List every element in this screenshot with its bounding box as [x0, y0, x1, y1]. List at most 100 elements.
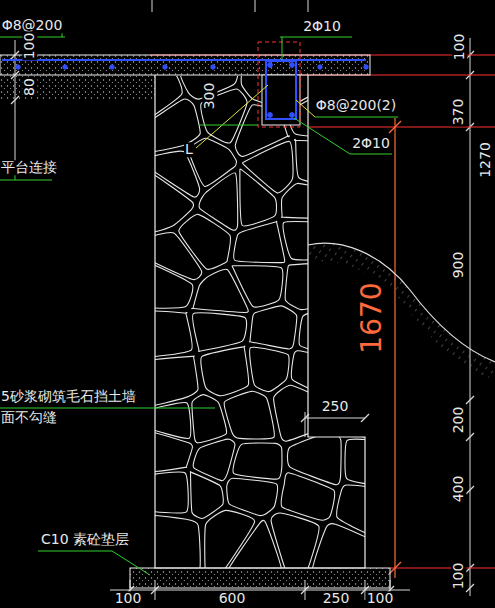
stone: [141, 311, 192, 357]
leader-lines-stroke: [0, 180, 52, 181]
stone: [141, 431, 192, 472]
dimension-value: 100: [114, 591, 143, 606]
dimension-value: 250: [321, 399, 350, 414]
platform-slab-stroke: [0, 55, 370, 75]
stone: [179, 214, 231, 269]
dimension-lines-stroke: [470, 38, 471, 596]
stone: [224, 391, 274, 439]
platform-slab: [0, 55, 370, 75]
soil-fill-stroke: [0, 75, 155, 100]
rebar-stroke: [110, 65, 114, 69]
rebar-stroke: [364, 65, 368, 69]
rebar-callout: 2Φ10: [351, 136, 391, 151]
wall-outline: [155, 75, 365, 568]
stone: [199, 173, 238, 230]
stone: [141, 472, 188, 513]
leader-lines: [0, 18, 398, 575]
dimension-value: 100: [22, 32, 37, 61]
dimension-value: 80: [22, 77, 37, 97]
dimension-ticks-stroke: [466, 584, 474, 592]
note-text: 平台连接: [0, 160, 58, 175]
stone: [299, 310, 338, 354]
rebar-stroke: [268, 113, 273, 118]
leader-lines-stroke: [280, 37, 352, 38]
total-height-dimension-stroke: [389, 121, 401, 133]
dimension-ticks-stroke: [361, 414, 369, 422]
stone: [250, 347, 289, 391]
stone: [337, 192, 379, 220]
stone: [340, 149, 379, 190]
level-lines: [150, 55, 495, 568]
stone: [142, 233, 202, 280]
stone: [201, 346, 249, 396]
leader-lines-stroke: [0, 408, 215, 409]
stone: [192, 395, 227, 443]
rebar: [2, 60, 368, 117]
height-dimension: 1670: [357, 281, 388, 354]
rebar-stroke: [211, 65, 215, 69]
stone: [189, 138, 237, 186]
dimension-lines-stroke: [152, 0, 153, 12]
dimension-value: 300: [202, 82, 217, 111]
total-height-dimension-stroke: [394, 118, 395, 578]
crown-beam-stroke: [266, 61, 296, 119]
rebar-stroke: [163, 65, 167, 69]
stone: [287, 432, 341, 485]
level-lines-stroke: [308, 127, 495, 128]
rebar-stroke: [16, 65, 20, 69]
rebar-callout: Φ8@200(2): [315, 98, 397, 113]
leader-lines-stroke: [296, 100, 315, 117]
stone: [193, 313, 247, 352]
leader-lines-stroke: [282, 37, 283, 60]
dimension-value: 100: [366, 591, 395, 606]
dimension-value: 400: [451, 475, 466, 504]
rebar-stroke: [268, 63, 273, 68]
member-mark: L: [184, 142, 194, 157]
stone: [192, 269, 249, 312]
dimension-ticks-stroke: [466, 396, 474, 404]
cushion-layer-stroke: [130, 568, 390, 588]
stone: [141, 262, 193, 308]
dimension-value: 900: [451, 251, 466, 280]
leader-lines-stroke: [350, 154, 392, 155]
stone: [281, 473, 335, 521]
dimension-ticks: [11, 51, 474, 594]
stone: [232, 266, 283, 307]
dimension-value: 370: [451, 98, 466, 127]
rubble-stones: [141, 71, 380, 580]
stone: [193, 439, 235, 481]
total-height-dimension-stroke: [389, 562, 401, 574]
rebar-stroke: [290, 63, 295, 68]
stone: [233, 443, 282, 479]
dimension-lines-stroke: [305, 418, 365, 419]
cushion-layer: [130, 568, 390, 588]
stone: [345, 439, 379, 484]
dimension-value: 1270: [479, 141, 494, 179]
dimension-lines-stroke: [308, 0, 309, 12]
stone: [234, 221, 285, 262]
level-lines-stroke: [390, 568, 495, 569]
soil-fill-stroke: [308, 240, 495, 380]
rebar-stroke: [290, 113, 295, 118]
rebar-stroke: [2, 59, 366, 61]
dimension-lines-stroke: [255, 0, 256, 12]
leader-lines-stroke: [200, 125, 258, 126]
crown-beam-stroke: [262, 75, 300, 125]
soil-fill-stroke: [308, 243, 495, 362]
stone: [295, 139, 341, 185]
stone: [332, 352, 378, 401]
stone: [249, 306, 296, 349]
material-note: 面不勾缝: [0, 410, 58, 425]
total-height-dimension: [389, 118, 401, 578]
crown-beam-stroke: [258, 42, 300, 127]
dimension-ticks-stroke: [466, 486, 474, 494]
stone: [190, 472, 223, 519]
dimension-value: 600: [218, 591, 247, 606]
crown-beam: [258, 42, 300, 127]
leader-lines-stroke: [38, 551, 150, 575]
material-note: C10 素砼垫层: [40, 532, 130, 547]
stone: [240, 169, 277, 226]
dimension-value: 200: [451, 406, 466, 435]
